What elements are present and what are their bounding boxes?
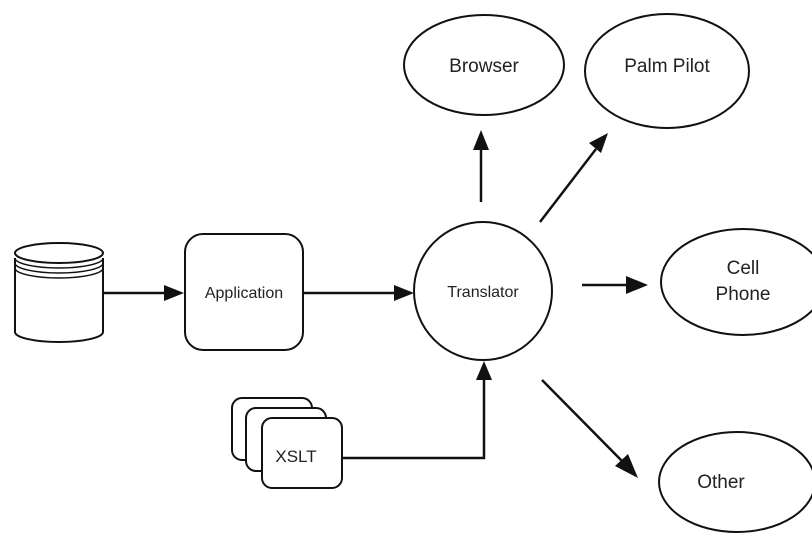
database-icon bbox=[14, 242, 104, 343]
palm-pilot-label: Palm Pilot bbox=[624, 56, 710, 77]
browser-label: Browser bbox=[449, 56, 519, 77]
arrow-translator-to-browser bbox=[473, 130, 489, 202]
translator-node: Translator bbox=[413, 221, 553, 361]
arrow-xslt-to-translator bbox=[342, 361, 492, 460]
arrow-translator-to-other bbox=[541, 379, 638, 478]
other-label: Other bbox=[697, 472, 745, 493]
arrow-translator-to-palm-pilot bbox=[539, 133, 608, 223]
cell-phone-label-line2: Phone bbox=[716, 284, 771, 305]
palm-pilot-node: Palm Pilot bbox=[584, 13, 750, 129]
xslt-label: XSLT bbox=[275, 447, 316, 466]
cell-phone-node: Cell Phone bbox=[660, 228, 812, 336]
other-node: Other bbox=[658, 431, 812, 533]
cell-phone-label-line1: Cell bbox=[727, 258, 760, 279]
arrow-database-to-application bbox=[104, 285, 184, 301]
arrow-application-to-translator bbox=[304, 285, 414, 301]
browser-node: Browser bbox=[403, 14, 565, 116]
arrow-translator-to-cell-phone bbox=[582, 276, 648, 294]
xslt-node: XSLT bbox=[231, 397, 343, 489]
translator-label: Translator bbox=[447, 284, 519, 301]
application-node: Application bbox=[184, 233, 304, 351]
application-label: Application bbox=[205, 285, 283, 302]
